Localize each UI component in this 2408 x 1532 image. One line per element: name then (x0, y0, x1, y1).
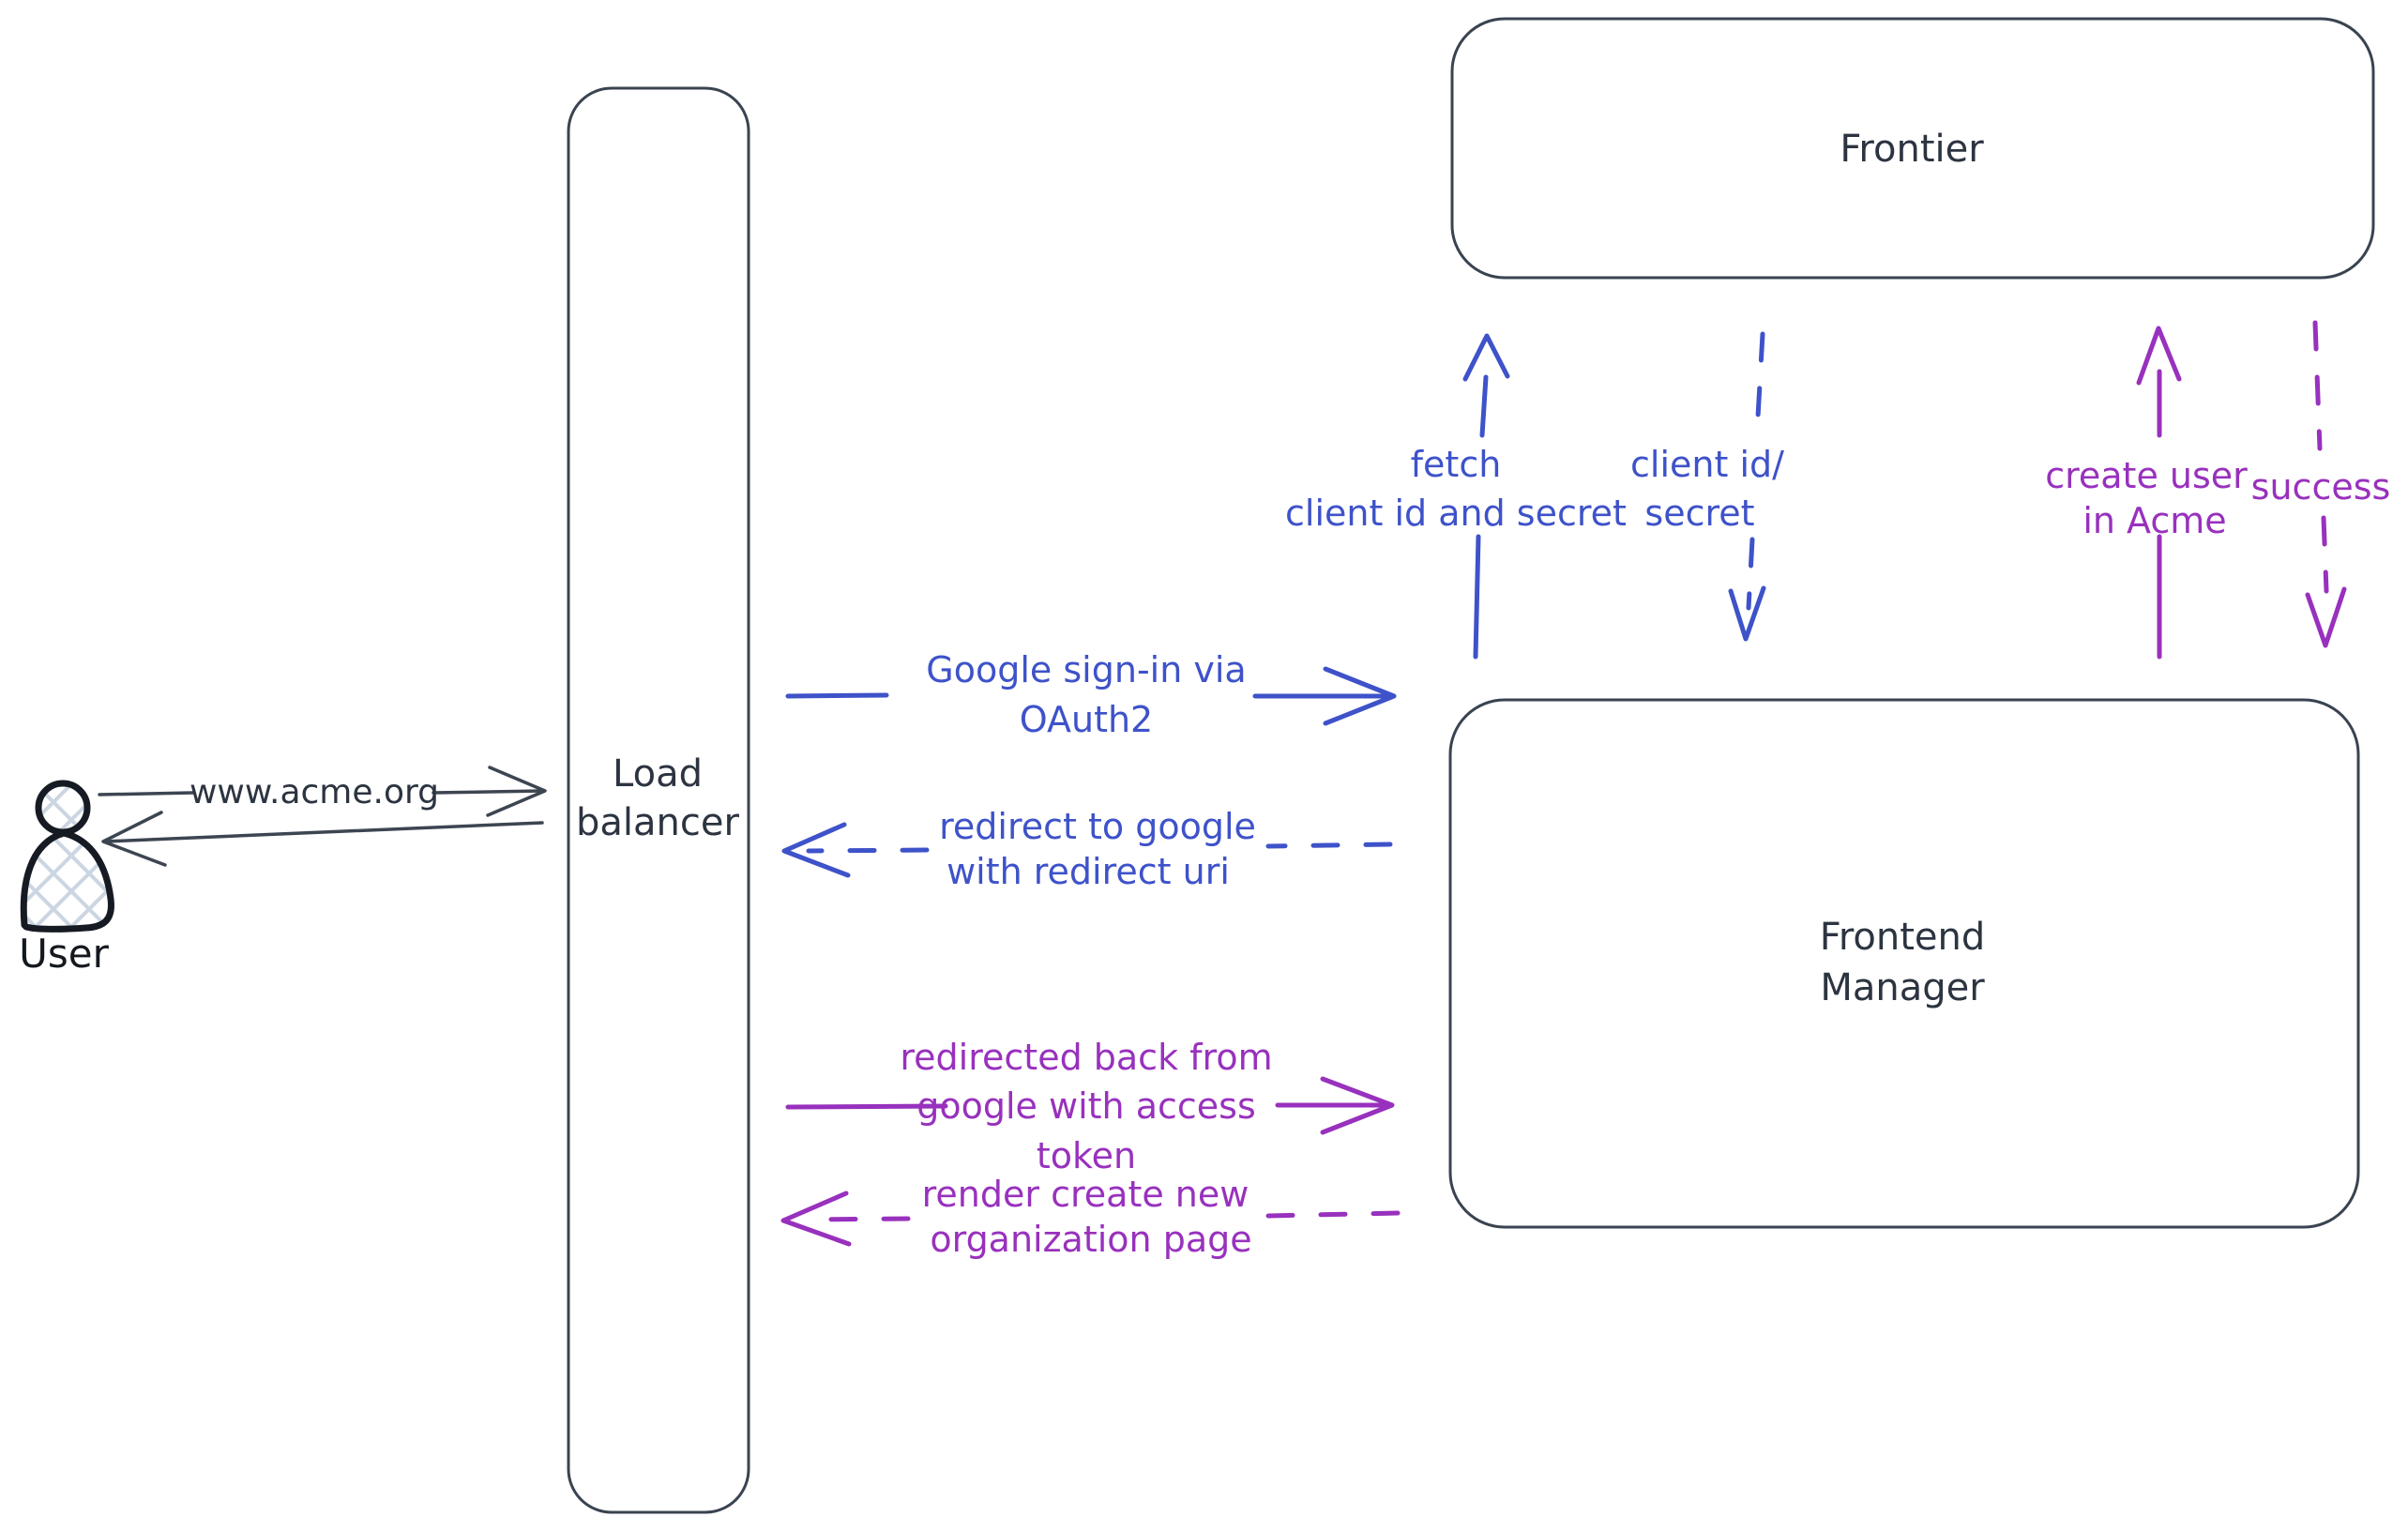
client-id-secret-label-line2: secret (1644, 493, 1754, 534)
google-signin-label-line1: Google sign-in via (926, 649, 1246, 690)
user-icon-body (20, 829, 114, 933)
arrow-line (1746, 537, 1755, 611)
arrowhead-right-icon (486, 766, 547, 817)
redirect-google-label-line2: with redirect uri (947, 851, 1230, 892)
fetch-client-label-line1: fetch (1411, 444, 1502, 485)
arrow-redirect-google: redirect to google with redirect uri (781, 806, 1393, 892)
arrow-create-user: create user in Acme (2045, 326, 2248, 660)
user-node: User (19, 780, 114, 977)
frontend-manager-label-line2: Manager (1820, 966, 1985, 1009)
arrow-render-org-page: render create new organization page (780, 1174, 1401, 1260)
arrow-line (2321, 515, 2329, 594)
create-user-label-line2: in Acme (2082, 500, 2226, 541)
arrow-google-signin: Google sign-in via OAuth2 (785, 649, 1397, 740)
arrow-success: success (2251, 320, 2391, 648)
arrow-line (785, 692, 889, 699)
success-label: success (2251, 466, 2391, 508)
arrow-fetch-client: fetch client id and secret (1285, 333, 1627, 660)
arrow-line (103, 821, 544, 843)
arrow-line (1754, 331, 1765, 436)
arrowhead-down-icon (2305, 586, 2347, 648)
google-signin-label-line2: OAuth2 (1020, 699, 1153, 740)
load-balancer-node: Load balancer (567, 86, 750, 1514)
redirected-back-label-line1: redirected back from (900, 1037, 1272, 1078)
arrow-line (806, 847, 930, 854)
arrow-line (1473, 534, 1481, 660)
frontier-box (1450, 17, 2375, 280)
fetch-client-label-line2: client id and secret (1285, 493, 1627, 534)
arrowhead-up-icon (1462, 333, 1510, 382)
frontend-manager-label-line1: Frontend (1820, 916, 1986, 959)
redirected-back-label-line2: google with access (916, 1085, 1256, 1127)
arrow-redirected-back: redirected back from google with access … (785, 1037, 1395, 1176)
arrow-www-response (101, 811, 544, 867)
arrow-line (1265, 842, 1393, 849)
arrowhead-right-icon (1320, 1076, 1395, 1135)
arrowhead-up-icon (2136, 326, 2182, 386)
arrowhead-left-icon (780, 1191, 852, 1247)
frontend-manager-box (1448, 698, 2360, 1229)
frontier-label: Frontier (1840, 128, 1984, 171)
arrow-line (1479, 374, 1489, 438)
arrow-line (785, 1103, 948, 1110)
client-id-secret-label-line1: client id/ (1630, 444, 1784, 485)
arrow-line (1265, 1210, 1401, 1219)
user-label: User (19, 931, 109, 977)
user-icon (35, 780, 91, 836)
arrowhead-down-icon (1728, 585, 1766, 642)
render-org-label-line2: organization page (930, 1219, 1251, 1260)
redirect-google-label-line1: redirect to google (939, 806, 1256, 847)
create-user-label-line1: create user (2045, 455, 2248, 496)
arrow-line (432, 789, 544, 795)
load-balancer-label-line1: Load (613, 752, 703, 796)
arrow-line (802, 1216, 911, 1222)
arrowhead-left-icon (101, 811, 167, 867)
load-balancer-label-line2: balancer (576, 801, 739, 844)
render-org-label-line1: render create new (922, 1174, 1249, 1215)
arrow-line (2312, 320, 2323, 451)
www-request-label: www.acme.org (189, 773, 439, 812)
arrowhead-left-icon (781, 822, 851, 878)
frontend-manager-node: Frontend Manager (1448, 698, 2360, 1229)
load-balancer-box (567, 86, 750, 1514)
frontier-node: Frontier (1450, 17, 2375, 280)
arrow-line (98, 791, 195, 796)
arrow-www-request: www.acme.org (98, 766, 547, 817)
arrow-client-id-secret: client id/ secret (1630, 331, 1784, 642)
arrowhead-right-icon (1323, 666, 1397, 726)
redirected-back-label-line3: token (1037, 1135, 1136, 1176)
